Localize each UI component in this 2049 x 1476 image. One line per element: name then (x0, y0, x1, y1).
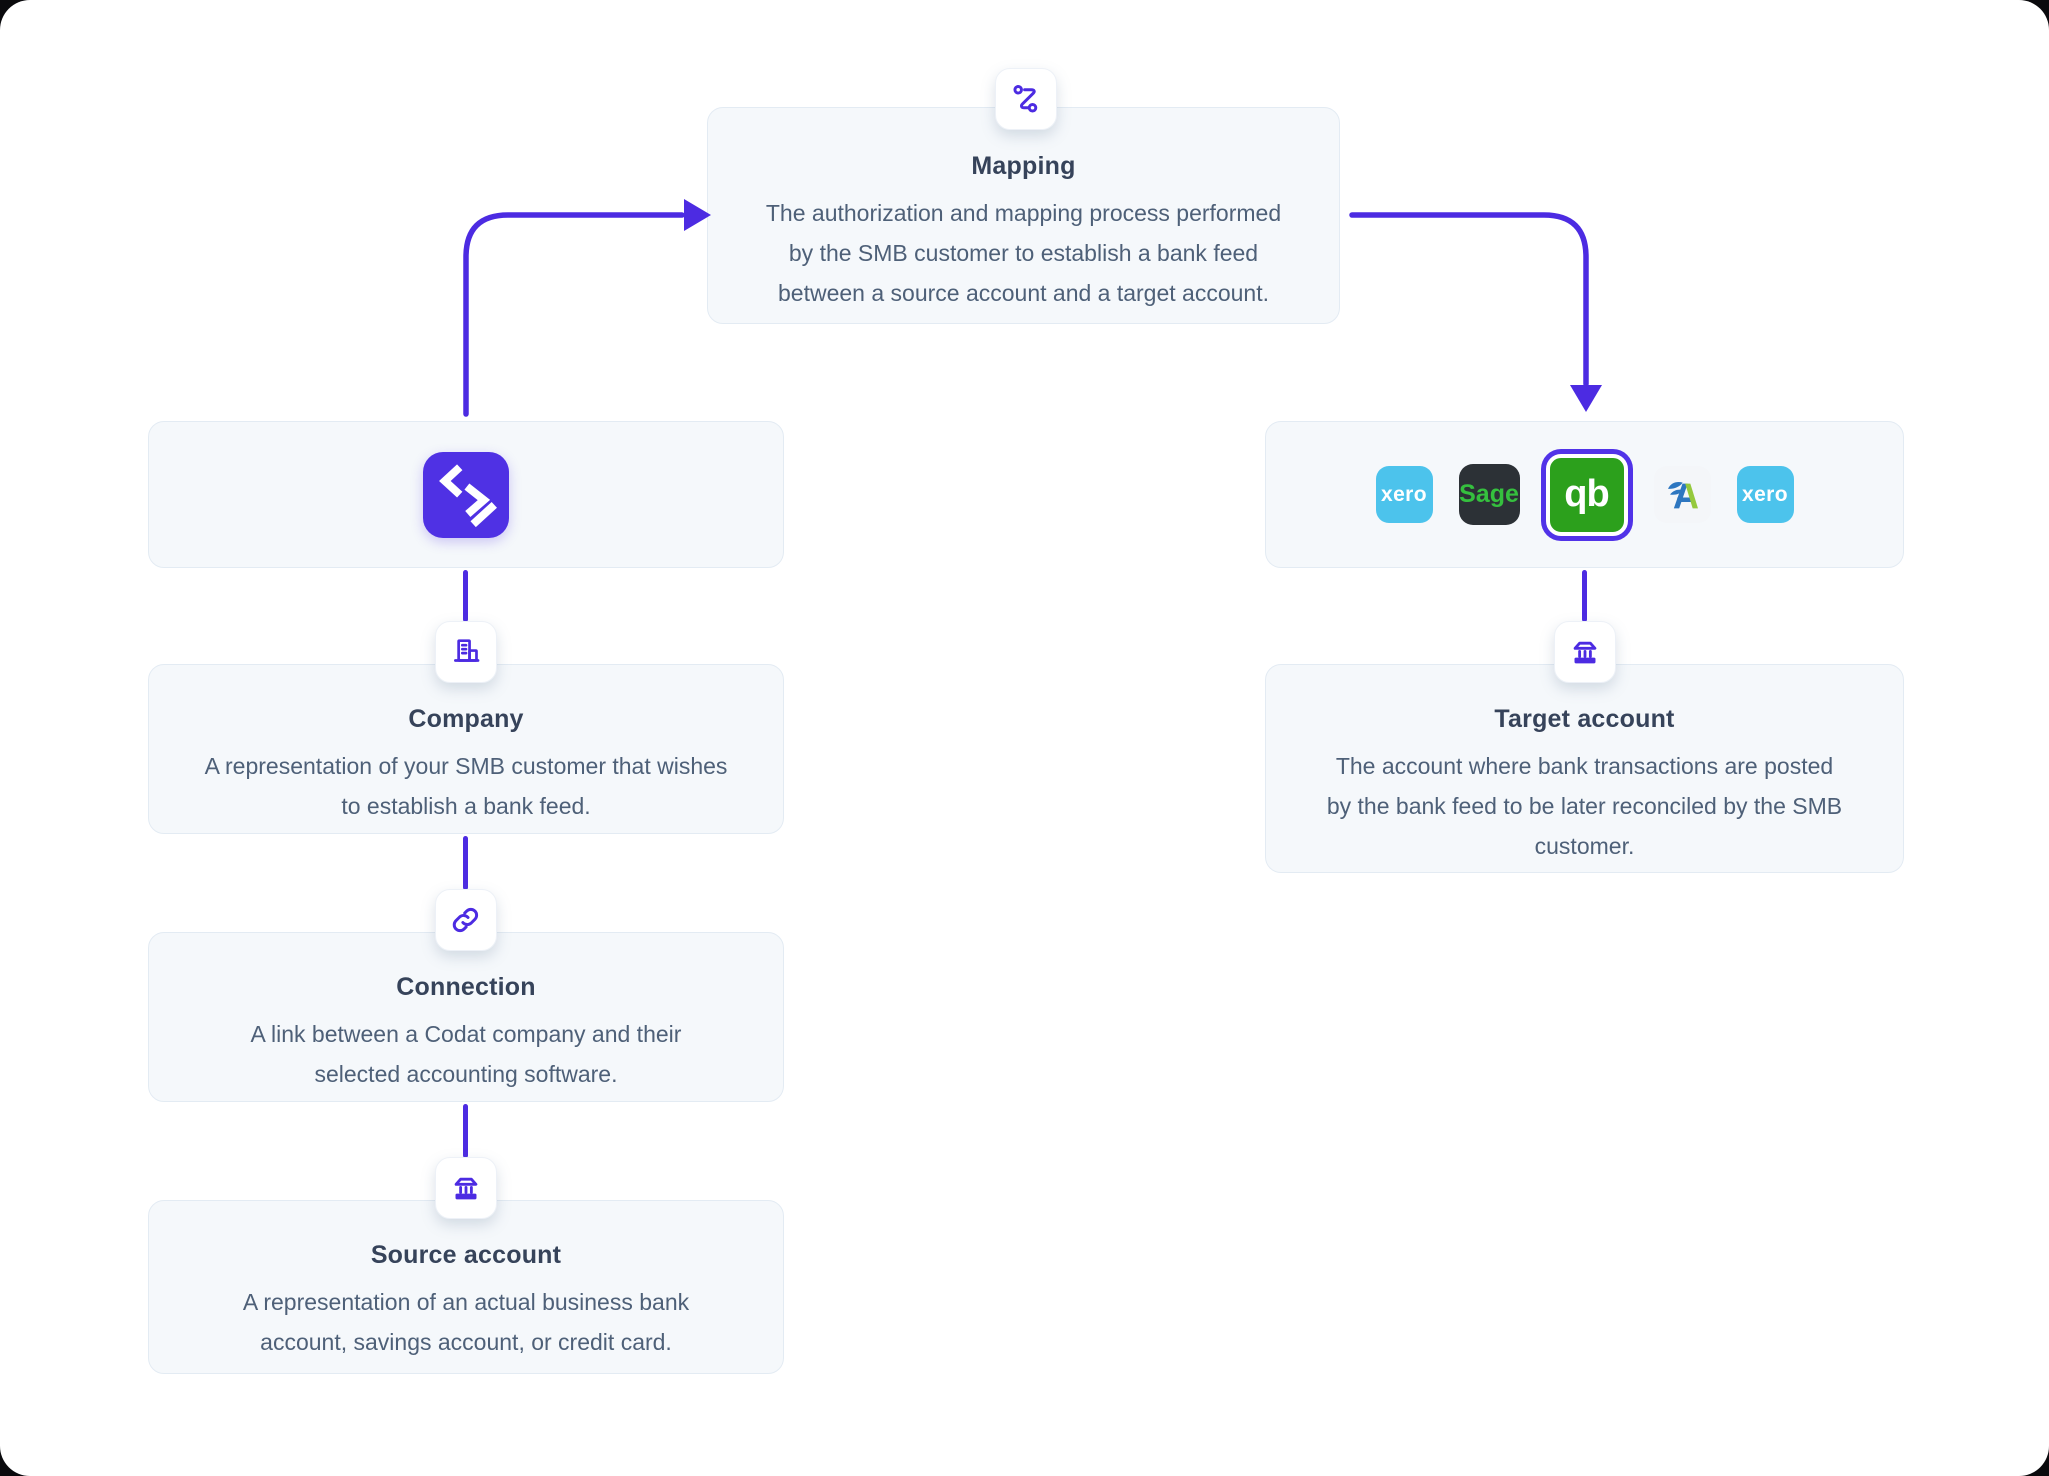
target-account-title: Target account (1494, 705, 1675, 733)
connection-title: Connection (396, 973, 536, 1001)
target-account-description: The account where bank transactions are … (1326, 753, 1843, 859)
connector-connection-source (463, 1104, 468, 1158)
xero-logo: xero (1375, 466, 1433, 523)
xero-logo-2: xero (1736, 466, 1794, 523)
codat-logo (423, 451, 509, 538)
source-account-card: Source account A representation of an ac… (148, 1200, 784, 1374)
bank-icon (435, 1157, 497, 1219)
connector-company-connection (463, 836, 468, 890)
connection-card: Connection A link between a Codat compan… (148, 932, 784, 1102)
connection-description: A link between a Codat company and their… (250, 1021, 682, 1087)
connector-integrations-target (1582, 570, 1587, 622)
mapping-title: Mapping (971, 152, 1076, 180)
connector-codat-company (463, 570, 468, 622)
integration-logo-row: xero Sage qb xero (1266, 422, 1903, 567)
sage-logo-label: Sage (1459, 480, 1519, 508)
xero-logo-2-label: xero (1742, 482, 1788, 506)
arrowhead-down (1570, 385, 1602, 412)
codat-card (148, 421, 784, 568)
mapping-card: Mapping The authorization and mapping pr… (707, 107, 1340, 324)
arrow-company-to-mapping (463, 212, 685, 417)
xero-logo-label: xero (1381, 482, 1427, 506)
integrations-card: xero Sage qb xero (1265, 421, 1904, 568)
freeagent-logo (1653, 466, 1711, 523)
arrow-mapping-to-integrations (1349, 212, 1589, 387)
mapping-description: The authorization and mapping process pe… (765, 200, 1282, 306)
company-title: Company (408, 705, 524, 733)
target-account-card: Target account The account where bank tr… (1265, 664, 1904, 873)
company-card: Company A representation of your SMB cus… (148, 664, 784, 834)
source-account-title: Source account (370, 1241, 562, 1269)
bank-icon-target (1554, 621, 1616, 683)
company-description: A representation of your SMB customer th… (204, 753, 728, 819)
quickbooks-logo-label: qb (1564, 473, 1609, 515)
route-icon (995, 68, 1057, 130)
building-icon (435, 621, 497, 683)
link-icon (435, 889, 497, 951)
quickbooks-logo-selected: qb (1545, 453, 1628, 536)
source-account-description: A representation of an actual business b… (242, 1289, 690, 1355)
sage-logo: Sage (1458, 464, 1520, 525)
